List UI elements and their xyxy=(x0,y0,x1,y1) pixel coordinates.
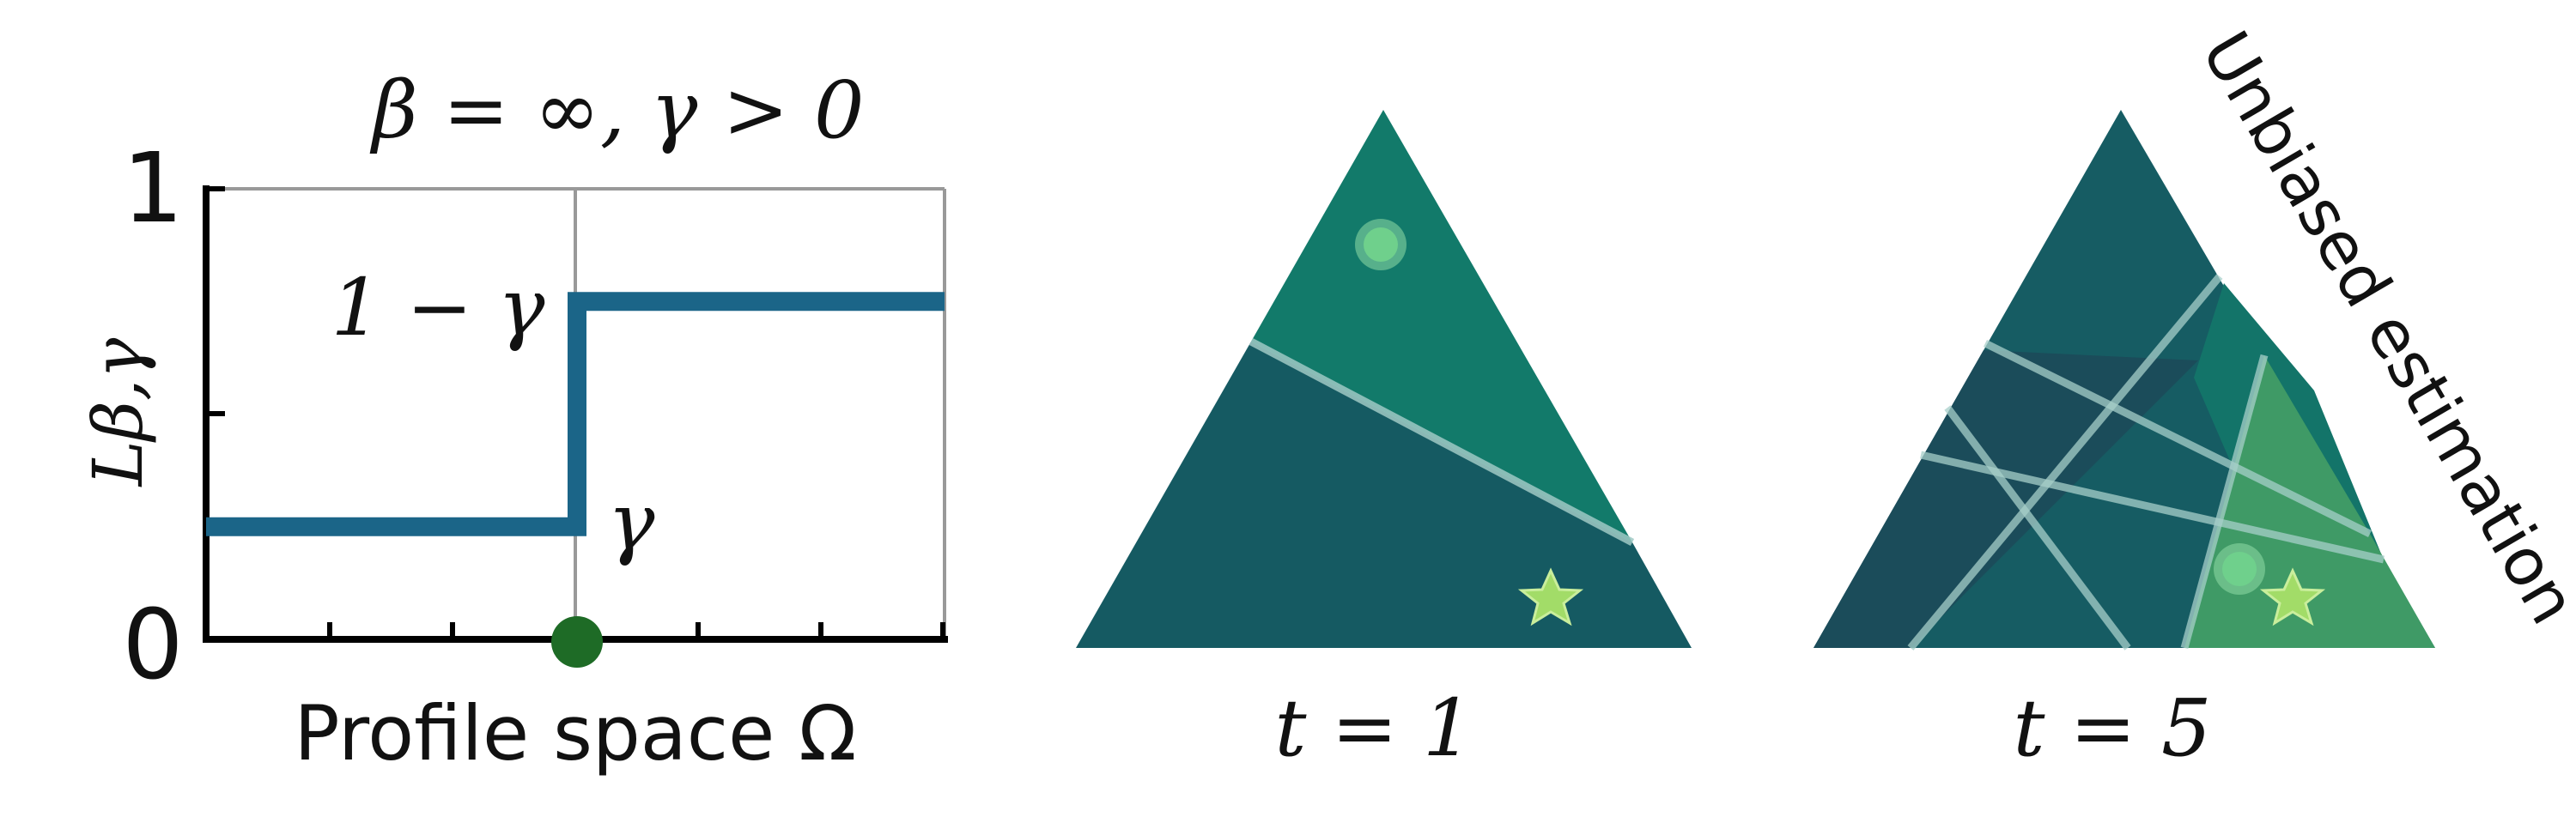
target-star xyxy=(1517,567,1584,626)
low-level-label: γ xyxy=(608,476,656,568)
loss-plot-panel: β = ∞, γ > 0 1 0 Lβ,γ Profile space Ω 1 … xyxy=(78,64,948,778)
high-level-label: 1 − γ xyxy=(331,262,545,354)
cut-line xyxy=(1944,405,2131,651)
y-tick-label-top: 1 xyxy=(122,133,183,245)
loss-plot-title: β = ∞, γ > 0 xyxy=(370,64,865,156)
boundary-marker-dot xyxy=(551,616,603,668)
simplex-t5-cut-lines xyxy=(1907,274,2385,651)
simplex-t1-upper-region xyxy=(1251,110,1632,542)
simplex-t5-caption: t = 5 xyxy=(2013,682,2211,774)
simplex-t1-cut-line xyxy=(1249,338,1635,546)
cut-line xyxy=(2180,354,2269,650)
estimate-circle xyxy=(2222,552,2257,586)
estimate-circle xyxy=(1364,227,1398,262)
x-axis-label: Profile space Ω xyxy=(295,689,857,778)
simplex-t1-panel: t = 1 xyxy=(1076,110,1692,774)
simplex-t1-caption: t = 1 xyxy=(1274,682,1473,774)
step-loss-line xyxy=(206,292,945,536)
cut-line xyxy=(1907,274,2223,651)
simplex-t5-dark-region xyxy=(1814,350,2198,648)
target-star xyxy=(2259,567,2326,626)
y-axis-label: Lβ,γ xyxy=(78,338,158,488)
simplex-t5-panel: t = 5 Unbiased estimation xyxy=(1814,19,2576,774)
cut-line xyxy=(1984,339,2372,538)
y-tick-label-bottom: 0 xyxy=(122,590,183,701)
simplex-t1-lower-region xyxy=(1076,342,1692,648)
